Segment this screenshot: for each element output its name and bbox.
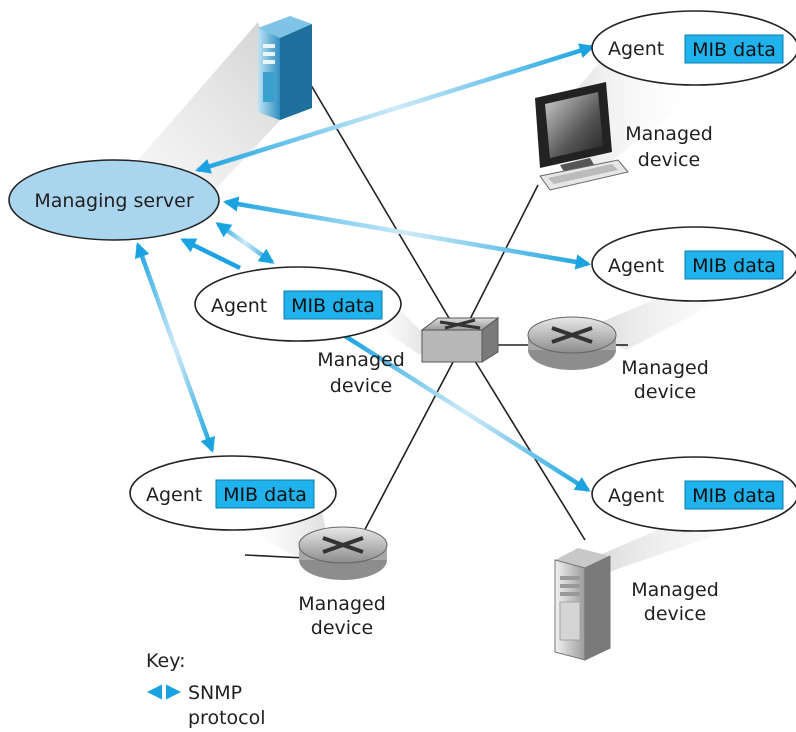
mib-data-label: MIB data <box>223 484 307 506</box>
svg-text:Managed: Managed <box>317 349 405 371</box>
svg-text:Managed: Managed <box>298 593 386 615</box>
agent-bottom-right[interactable]: Agent MIB data <box>591 456 796 532</box>
svg-text:device: device <box>634 381 696 403</box>
agent-mid-right[interactable]: Agent MIB data <box>591 226 796 302</box>
router-right-icon <box>527 316 617 370</box>
router-bottom-icon <box>298 526 388 580</box>
key-snmp-label: SNMP <box>188 682 242 704</box>
svg-text:device: device <box>644 603 706 625</box>
agent-label: Agent <box>211 295 267 317</box>
agent-label: Agent <box>608 38 664 60</box>
svg-text:device: device <box>330 375 392 397</box>
mib-data-label: MIB data <box>692 255 776 277</box>
mib-data-label: MIB data <box>692 39 776 61</box>
managing-server[interactable]: Managing server <box>8 159 220 241</box>
agent-bottom-left[interactable]: Agent MIB data <box>129 455 337 531</box>
agent-top-right[interactable]: Agent MIB data <box>591 10 796 86</box>
managed-device-label-switch: Managed device <box>317 349 405 397</box>
agent-label: Agent <box>608 255 664 277</box>
svg-text:device: device <box>638 149 700 171</box>
key-title: Key: <box>146 650 185 672</box>
managed-device-label-router-right: Managed device <box>621 357 709 403</box>
managed-device-label-desktop: Managed device <box>625 123 713 171</box>
mib-data-label: MIB data <box>291 295 375 317</box>
key-legend: Key: SNMP protocol <box>146 650 266 729</box>
svg-text:Managed: Managed <box>631 579 719 601</box>
managing-server-label: Managing server <box>34 190 194 212</box>
svg-text:device: device <box>311 617 373 639</box>
agent-label: Agent <box>608 485 664 507</box>
svg-text:Managed: Managed <box>625 123 713 145</box>
managed-device-label-router-bottom: Managed device <box>298 593 386 639</box>
switch-icon <box>420 317 500 363</box>
key-protocol-label: protocol <box>188 707 266 729</box>
agent-label: Agent <box>146 484 202 506</box>
mib-data-label: MIB data <box>692 485 776 507</box>
snmp-arrows <box>134 43 595 492</box>
desktop-computer-icon <box>535 82 629 191</box>
agent-center[interactable]: Agent MIB data <box>194 266 402 342</box>
managed-device-label-tower: Managed device <box>631 579 719 625</box>
server-tower-icon <box>258 16 312 120</box>
svg-text:Managed: Managed <box>621 357 709 379</box>
tower-server-icon <box>554 548 611 661</box>
